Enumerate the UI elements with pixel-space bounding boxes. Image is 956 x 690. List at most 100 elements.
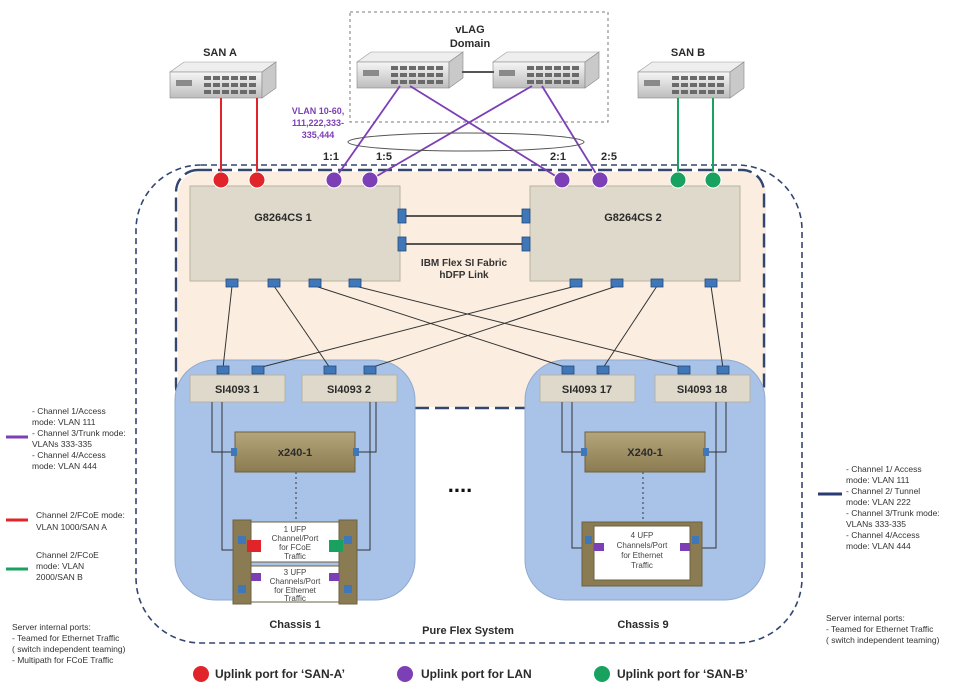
si4093-2-label: SI4093 2 (327, 384, 371, 396)
vlan-label-3: 335,444 (302, 130, 335, 140)
san-a-switch (169, 61, 277, 99)
fabric-link-label-1: IBM Flex SI Fabric (421, 258, 508, 269)
g8264cs-2 (529, 185, 741, 282)
si4093-18-label: SI4093 18 (677, 384, 727, 396)
g8264cs-1-label: G8264CS 1 (254, 212, 311, 224)
fabric-link-label-2: hDFP Link (439, 270, 489, 281)
vlag-title: vLAG (455, 24, 484, 36)
legend-lan-label: Uplink port for LAN (421, 667, 532, 681)
vlan-label-1: VLAN 10-60, (292, 106, 345, 116)
chassis-1-fcoe-port-text-3: for FCoE (279, 543, 311, 552)
svg-text:- Teamed for Ethernet Traffic: - Teamed for Ethernet Traffic (826, 624, 934, 634)
svg-text:( switch independent teaming): ( switch independent teaming) (12, 644, 126, 654)
port-label-1-1: 1:1 (323, 151, 339, 163)
chassis-9-label: Chassis 9 (617, 619, 668, 631)
svg-text:VLAN 1000/SAN A: VLAN 1000/SAN A (36, 522, 107, 532)
fabric-link (397, 208, 531, 252)
si4093-18 (654, 374, 751, 403)
legend-lan-marker (397, 666, 413, 682)
chassis-ellipsis: .... (448, 472, 472, 497)
vlag-switch-left (356, 51, 464, 89)
san-b-uplinks (677, 98, 714, 180)
left-san-a-note: Channel 2/FCoE mode: VLAN 1000/SAN A (36, 510, 125, 532)
chassis-1-eth-port-text-3: for Ethernet (274, 586, 317, 595)
svg-text:Server internal ports:: Server internal ports: (12, 622, 91, 632)
svg-text:mode: VLAN 222: mode: VLAN 222 (846, 497, 911, 507)
chassis-9-port-text-1: 4 UFP (631, 531, 654, 540)
switch-tier-frame (174, 168, 766, 410)
chassis-1-eth-port-text-4: Traffic (284, 594, 306, 603)
svg-text:mode: VLAN: mode: VLAN (36, 561, 84, 571)
san-b-label: SAN B (671, 47, 705, 59)
svg-text:- Channel 4/Access: - Channel 4/Access (846, 530, 920, 540)
legend-san-b-label: Uplink port for ‘SAN-B’ (617, 667, 748, 681)
si4093-17 (539, 374, 636, 403)
san-a-label: SAN A (203, 47, 237, 59)
chassis-9-adapter (581, 521, 703, 587)
san-a-uplinks (220, 98, 258, 180)
vlag-subtitle: Domain (450, 38, 491, 50)
chassis-1-adapter (232, 519, 358, 605)
right-server-note: Server internal ports: - Teamed for Ethe… (826, 613, 940, 645)
switch-downlink-ports (225, 278, 718, 288)
svg-text:- Channel 2/ Tunnel: - Channel 2/ Tunnel (846, 486, 920, 496)
svg-text:mode: VLAN 444: mode: VLAN 444 (846, 541, 911, 551)
server-x240-chassis-9-label: X240-1 (627, 447, 662, 459)
g8264cs-2-label: G8264CS 2 (604, 212, 661, 224)
chassis-1-fcoe-port-text-4: Traffic (284, 552, 306, 561)
si4093-1 (189, 374, 286, 403)
left-server-note: Server internal ports: - Teamed for Ethe… (12, 622, 126, 665)
vlag-domain-box (349, 11, 609, 123)
svg-text:Channel 2/FCoE: Channel 2/FCoE (36, 550, 99, 560)
svg-text:VLANs 333-335: VLANs 333-335 (846, 519, 906, 529)
chassis-1-eth-port-text-2: Channels/Port (270, 577, 321, 586)
svg-text:- Channel 4/Access: - Channel 4/Access (32, 450, 106, 460)
svg-text:- Teamed for Ethernet Traffic: - Teamed for Ethernet Traffic (12, 633, 120, 643)
legend-san-a-label: Uplink port for ‘SAN-A’ (215, 667, 345, 681)
chassis-9-port-text-3: for Ethernet (621, 551, 664, 560)
left-san-b-note: Channel 2/FCoE mode: VLAN 2000/SAN B (36, 550, 99, 582)
switch-module-links (222, 285, 724, 369)
si4093-17-label: SI4093 17 (562, 384, 612, 396)
left-lan-note: - Channel 1/Access mode: VLAN 111 - Chan… (32, 406, 126, 471)
chassis-1-eth-port-text-1: 3 UFP (284, 568, 307, 577)
right-channel-note: - Channel 1/ Access mode: VLAN 111 - Cha… (846, 464, 940, 551)
vlag-switch-right (492, 51, 600, 89)
svg-text:- Channel 1/ Access: - Channel 1/ Access (846, 464, 922, 474)
svg-text:VLANs 333-335: VLANs 333-335 (32, 439, 92, 449)
port-label-2-1: 2:1 (550, 151, 566, 163)
si4093-2 (301, 374, 398, 403)
svg-text:- Channel 3/Trunk mode:: - Channel 3/Trunk mode: (32, 428, 126, 438)
g8264cs-1 (189, 185, 401, 282)
svg-text:Server internal ports:: Server internal ports: (826, 613, 905, 623)
vlan-label-2: 111,222,333- (292, 118, 344, 128)
chassis-1-fcoe-port-text-2: Channel/Port (272, 534, 319, 543)
svg-text:( switch independent teaming): ( switch independent teaming) (826, 635, 940, 645)
server-x240-chassis-9 (584, 431, 706, 473)
vlag-bundle-ellipse (347, 132, 585, 152)
chassis-9-port-text-2: Channels/Port (617, 541, 668, 550)
svg-text:Channel 2/FCoE mode:: Channel 2/FCoE mode: (36, 510, 125, 520)
svg-text:mode: VLAN 444: mode: VLAN 444 (32, 461, 97, 471)
chassis-1-fcoe-port-text-1: 1 UFP (284, 525, 307, 534)
svg-text:- Multipath for FCoE Traffic: - Multipath for FCoE Traffic (12, 655, 114, 665)
si4093-1-label: SI4093 1 (215, 384, 259, 396)
chassis-1-label: Chassis 1 (269, 619, 320, 631)
port-label-2-5: 2:5 (601, 151, 617, 163)
chassis-9-port-text-4: Traffic (631, 561, 653, 570)
legend: Uplink port for ‘SAN-A’ Uplink port for … (193, 666, 748, 682)
pure-flex-outer-frame (135, 164, 803, 644)
svg-text:mode: VLAN 111: mode: VLAN 111 (846, 475, 910, 485)
port-label-1-5: 1:5 (376, 151, 392, 163)
svg-text:- Channel 3/Trunk mode:: - Channel 3/Trunk mode: (846, 508, 940, 518)
san-b-switch (637, 61, 745, 99)
uplink-ports (212, 171, 722, 189)
legend-san-a-marker (193, 666, 209, 682)
svg-text:- Channel 1/Access: - Channel 1/Access (32, 406, 106, 416)
svg-text:2000/SAN B: 2000/SAN B (36, 572, 83, 582)
svg-text:mode: VLAN 111: mode: VLAN 111 (32, 417, 96, 427)
legend-san-b-marker (594, 666, 610, 682)
pure-flex-system-label: Pure Flex System (422, 625, 514, 637)
server-x240-chassis-1-label: x240-1 (278, 447, 312, 459)
